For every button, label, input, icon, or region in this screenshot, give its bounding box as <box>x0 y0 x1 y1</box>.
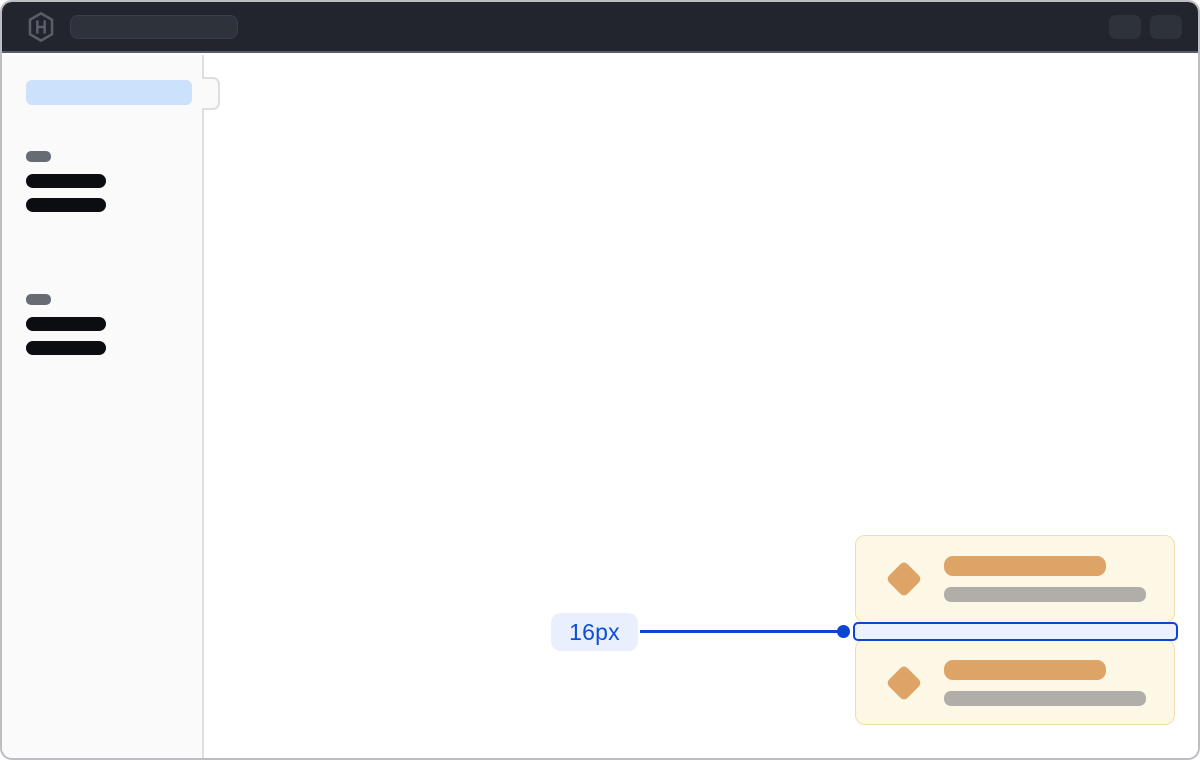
card-title-skeleton <box>944 556 1106 576</box>
sidebar-selected-item-skeleton[interactable] <box>26 80 192 105</box>
sidebar-item-skeleton[interactable] <box>26 174 106 188</box>
measure-connector-line <box>640 630 840 633</box>
diamond-icon <box>885 560 923 598</box>
sidebar-item-skeleton[interactable] <box>26 341 106 355</box>
card-list <box>855 535 1175 725</box>
top-navigation-bar <box>2 2 1198 53</box>
diamond-icon <box>885 664 923 702</box>
sidebar-section-label-skeleton <box>26 294 51 305</box>
hashicorp-logo-icon <box>27 11 55 43</box>
card-subtitle-skeleton <box>944 691 1146 706</box>
topbar-action-button-2[interactable] <box>1150 14 1182 39</box>
card-subtitle-skeleton <box>944 587 1146 602</box>
sidebar-section-label-skeleton <box>26 151 51 162</box>
sidebar-collapse-toggle[interactable] <box>202 77 220 110</box>
topbar-action-button-1[interactable] <box>1109 14 1141 39</box>
measure-connector-dot <box>837 625 850 638</box>
gap-size-label: 16px <box>551 613 638 651</box>
gap-highlight-box <box>853 622 1178 641</box>
card-title-skeleton <box>944 660 1106 680</box>
search-input-skeleton[interactable] <box>70 14 238 39</box>
sidebar <box>2 55 204 758</box>
placeholder-card-2[interactable] <box>855 639 1175 725</box>
placeholder-card-1[interactable] <box>855 535 1175 623</box>
sidebar-item-skeleton[interactable] <box>26 317 106 331</box>
sidebar-item-skeleton[interactable] <box>26 198 106 212</box>
